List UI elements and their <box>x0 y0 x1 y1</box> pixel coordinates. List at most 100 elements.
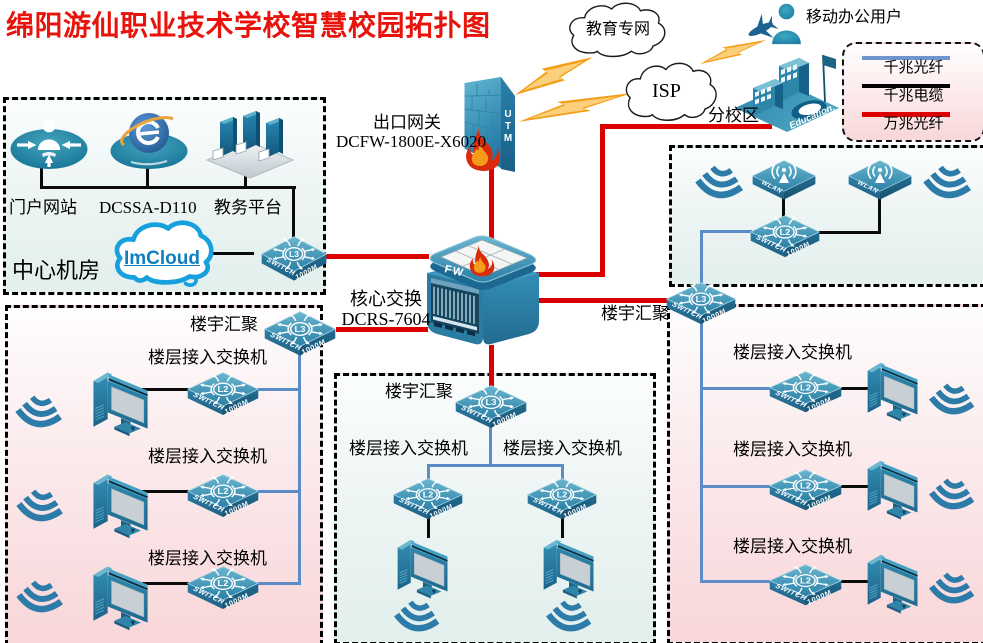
left-agg-l3-switch[interactable]: L3 SWITCH 1000M <box>264 311 336 363</box>
link-mid-floor2 <box>561 464 564 481</box>
floor-label-left3: 楼层接入交换机 <box>148 549 267 568</box>
wifi-icon <box>928 476 976 512</box>
utm-gateway[interactable]: UTM <box>455 76 521 186</box>
computer-art <box>866 460 919 521</box>
utm-side <box>501 77 515 172</box>
lightning-art <box>515 57 593 95</box>
core-label: 核心交换 DCRS-7604 <box>328 289 444 329</box>
agg-label-right: 楼宇汇聚 <box>601 304 669 323</box>
isp-label: ISP <box>652 80 681 102</box>
right-floor2-l2-switch[interactable]: L2 SWITCH 1000M <box>769 469 842 517</box>
computer-art <box>92 371 149 438</box>
right-agg-l3-switch[interactable]: L3 SWITCH 1000M <box>666 282 736 331</box>
pc-mid-1[interactable] <box>392 532 454 602</box>
servers-art <box>206 110 294 179</box>
link-right-floor3 <box>700 580 770 583</box>
legend-line-fibre10g <box>862 112 950 117</box>
switch-layer-label: L3 <box>295 324 306 334</box>
gateway-name: 出口网关 <box>373 113 441 132</box>
computer-art <box>92 565 149 632</box>
pc-right-1[interactable] <box>862 355 924 425</box>
floor-label-mid1: 楼层接入交换机 <box>349 439 468 458</box>
pc-left-2[interactable] <box>88 466 154 542</box>
wifi-icon <box>692 163 747 201</box>
link-wlan2-l2-h <box>818 231 881 234</box>
wifi-icon <box>15 578 65 615</box>
wifi-waves <box>17 580 63 612</box>
link-edu-bus <box>244 172 247 188</box>
legend-line-cable1g <box>862 84 950 88</box>
utm-badge: UTM <box>503 109 514 145</box>
link-bus-l3 <box>292 188 295 238</box>
dcssa-appliance-icon[interactable] <box>108 106 190 171</box>
link-right-floor1 <box>700 387 770 390</box>
wlan-l2-switch[interactable]: L2 SWITCH 1000M <box>750 215 820 264</box>
dcssa-label: DCSSA-D110 <box>99 198 197 217</box>
left-floor2-l2-switch[interactable]: L2 SWITCH 1000M <box>187 474 259 524</box>
switch-layer-label: L2 <box>423 490 434 499</box>
branch-campus-building[interactable]: Education. <box>733 48 841 136</box>
pc-left-3[interactable] <box>88 558 154 634</box>
link-right-floor2 <box>700 485 770 488</box>
floor-label-right1: 楼层接入交换机 <box>733 343 852 362</box>
mobile-user-icon[interactable] <box>742 2 806 48</box>
switch-layer-label: L2 <box>218 579 229 588</box>
bolt-utm-isp <box>518 93 632 122</box>
left-floor3-l2-switch[interactable]: L2 SWITCH 1000M <box>187 566 259 616</box>
link-room-bus <box>40 186 296 189</box>
right-floor1-l2-switch[interactable]: L2 SWITCH 1000M <box>769 371 842 419</box>
legend-label-fibre10g: 万兆光纤 <box>883 116 944 132</box>
link-core-branch-h1 <box>536 272 605 277</box>
link-dcssa-bus <box>146 166 149 188</box>
pc-right-3[interactable] <box>862 547 924 617</box>
center-room-label: 中心机房 <box>12 258 101 283</box>
pc-right-2[interactable] <box>862 453 924 523</box>
switch-layer-label: L3 <box>696 294 707 303</box>
wifi-icon <box>928 381 976 417</box>
wifi-waves <box>930 572 975 603</box>
wifi-icon <box>920 163 975 201</box>
edu-cloud-label: 教育专网 <box>586 21 651 38</box>
computer-art <box>92 473 149 540</box>
right-floor3-l2-switch[interactable]: L2 SWITCH 1000M <box>769 564 842 612</box>
portal-server-icon[interactable] <box>9 112 89 170</box>
link-core-branch-h2 <box>600 124 772 129</box>
core-rack-slots <box>434 322 475 337</box>
core-model: DCRS-7604 <box>341 309 431 330</box>
floor-label-left1: 楼层接入交换机 <box>148 348 267 367</box>
mobile-user-label: 移动办公用户 <box>806 9 903 26</box>
pc-left-1[interactable] <box>88 364 154 440</box>
link-core-right-agg <box>538 298 670 303</box>
computer-art <box>542 539 595 600</box>
wifi-icon <box>15 487 65 524</box>
link-right-pc2 <box>840 485 872 488</box>
link-core-mid-agg <box>489 345 494 391</box>
mid-floor2-l2-switch[interactable]: L2 SWITCH 1000M <box>527 478 597 526</box>
link-wlan-l2-agg-h <box>700 230 752 233</box>
branch-campus-label: 分校区 <box>708 106 759 125</box>
link-wlan2-l2-v <box>878 197 881 234</box>
mid-agg-l3-switch[interactable]: L3 SWITCH 1000M <box>455 385 527 435</box>
link-right-pc1 <box>840 387 872 390</box>
link-wlan-l2-agg-v <box>700 230 703 284</box>
link-left-floor1 <box>257 388 301 391</box>
wlan-ap-2[interactable]: WLAN <box>847 159 913 206</box>
room-l3-switch[interactable]: L3 SWITCH 1000M <box>261 236 327 288</box>
diagram-title: 绵阳游仙职业技术学校智慧校园拓扑图 <box>6 10 491 41</box>
mid-floor1-l2-switch[interactable]: L2 SWITCH 1000M <box>393 478 463 526</box>
core-switch[interactable]: FW <box>423 231 543 351</box>
pc-mid-2[interactable] <box>538 532 600 602</box>
wlan-ap-1[interactable]: WLAN <box>751 159 817 206</box>
wlan-chassis <box>847 159 913 201</box>
switch-layer-label: L3 <box>289 249 299 259</box>
link-left-riser <box>298 350 301 584</box>
edu-platform-servers-icon[interactable] <box>205 108 295 179</box>
floor-label-right2: 楼层接入交换机 <box>733 440 852 459</box>
link-imcloud-l3 <box>204 252 254 255</box>
link-utm-core <box>489 166 494 242</box>
wifi-waves <box>17 489 63 521</box>
portal-art <box>11 120 88 169</box>
wifi-waves <box>930 383 975 414</box>
left-floor1-l2-switch[interactable]: L2 SWITCH 1000M <box>187 372 259 422</box>
wifi-waves <box>547 600 592 631</box>
